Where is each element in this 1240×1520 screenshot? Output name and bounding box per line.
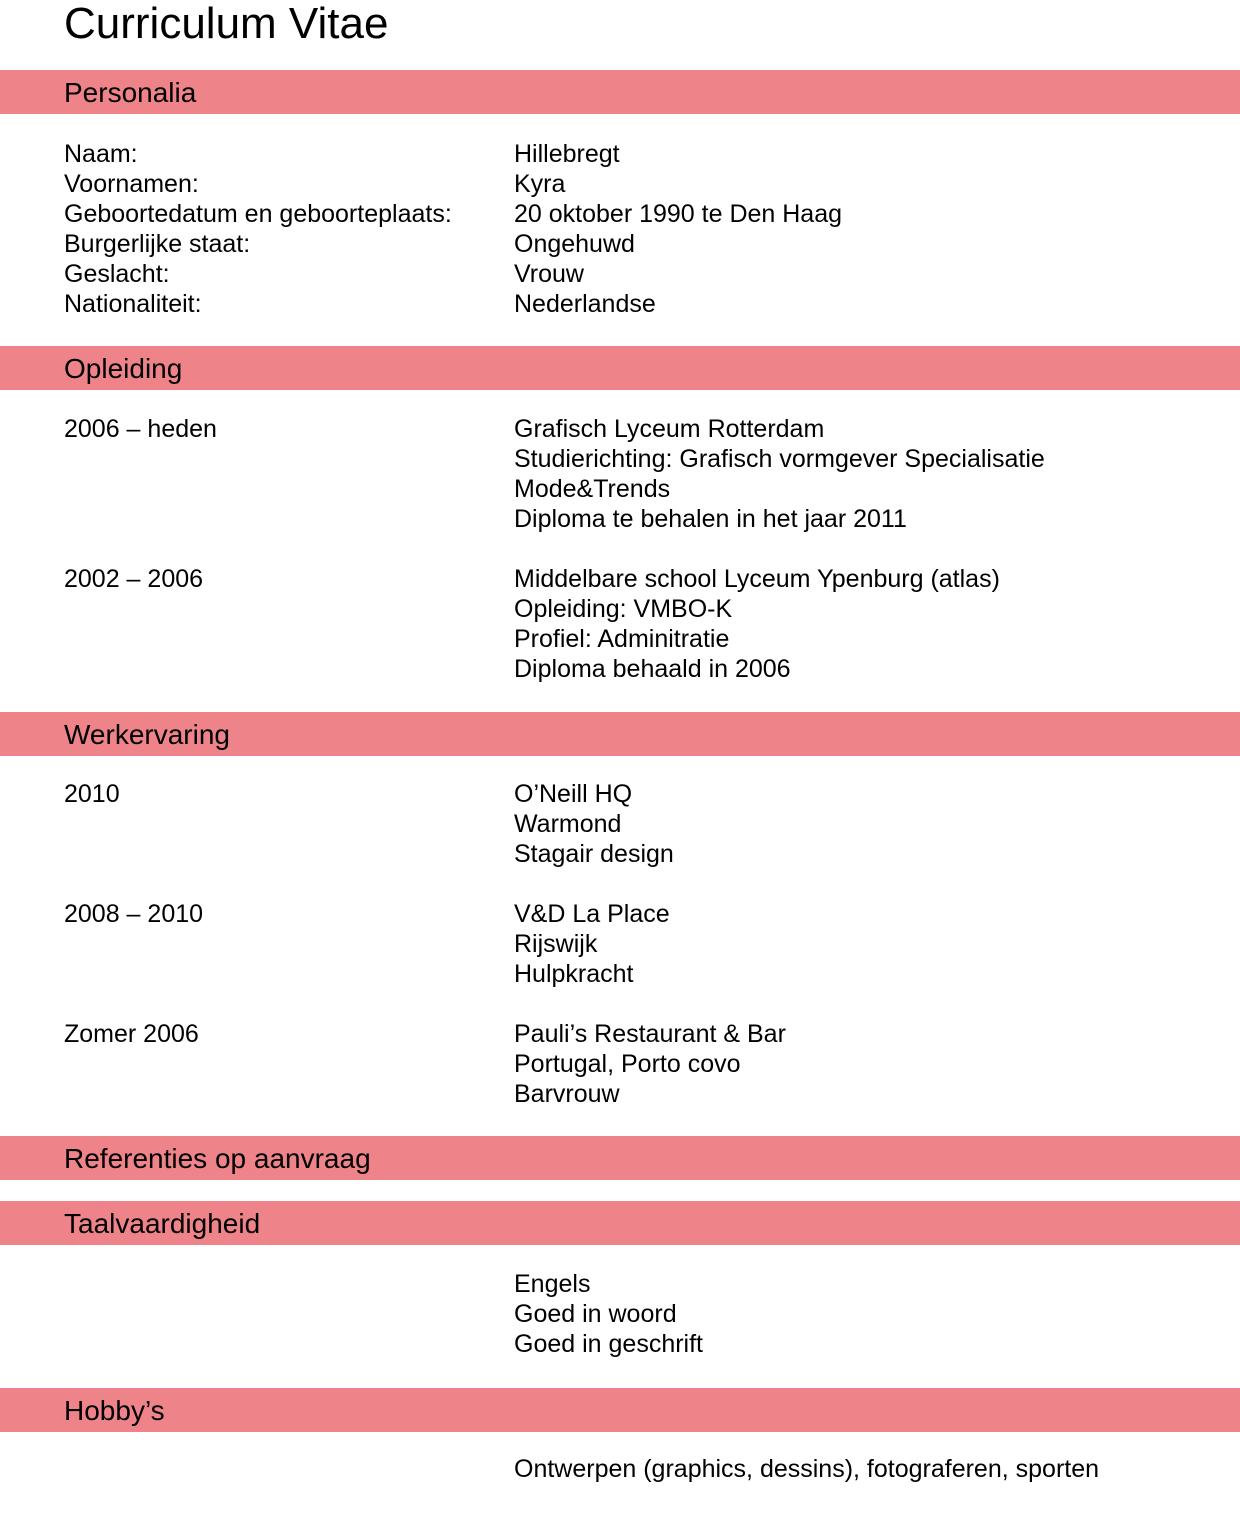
section-header-werkervaring: Werkervaring <box>0 712 1240 756</box>
period-text: 2008 – 2010 <box>64 900 204 928</box>
detail-line: Diploma te behalen in het jaar 2011 <box>514 505 907 533</box>
detail-line: Studierichting: Grafisch vormgever Speci… <box>514 445 1045 473</box>
section-header-personalia: Personalia <box>0 70 1240 114</box>
label-nationaliteit: Nationaliteit: <box>64 290 202 318</box>
entry-period: 2010 <box>64 779 120 809</box>
personalia-labels: Naam: Voornamen: Geboortedatum en geboor… <box>64 139 452 319</box>
section-title: Hobby’s <box>64 1395 165 1426</box>
entry-details: Middelbare school Lyceum Ypenburg (atlas… <box>514 564 1000 684</box>
section-title: Taalvaardigheid <box>64 1208 261 1239</box>
value-geslacht: Vrouw <box>514 260 584 288</box>
value-geboortedatum: 20 oktober 1990 te Den Haag <box>514 200 843 228</box>
value-nationaliteit: Nederlandse <box>514 290 656 318</box>
period-text: Zomer 2006 <box>64 1020 199 1048</box>
detail-line: Mode&Trends <box>514 475 671 503</box>
detail-line: Profiel: Adminitratie <box>514 625 730 653</box>
section-header-opleiding: Opleiding <box>0 346 1240 390</box>
detail-line: Middelbare school Lyceum Ypenburg (atlas… <box>514 565 1000 593</box>
entry-period: Zomer 2006 <box>64 1019 199 1049</box>
detail-line: Rijswijk <box>514 930 598 958</box>
section-title: Referenties op aanvraag <box>64 1143 371 1174</box>
detail-line: Stagair design <box>514 840 674 868</box>
detail-line: Portugal, Porto covo <box>514 1050 741 1078</box>
label-geslacht: Geslacht: <box>64 260 170 288</box>
detail-line: Goed in geschrift <box>514 1330 703 1358</box>
page-title: Curriculum Vitae <box>64 0 389 48</box>
value-naam: Hillebregt <box>514 140 620 168</box>
section-header-taalvaardigheid: Taalvaardigheid <box>0 1201 1240 1245</box>
entry-period: 2008 – 2010 <box>64 899 203 929</box>
label-voornamen: Voornamen: <box>64 170 199 198</box>
section-title: Personalia <box>64 77 197 108</box>
detail-line: Barvrouw <box>514 1080 620 1108</box>
section-header-hobbys: Hobby’s <box>0 1388 1240 1432</box>
detail-line: Diploma behaald in 2006 <box>514 655 791 683</box>
detail-line: Goed in woord <box>514 1300 677 1328</box>
entry-period: 2002 – 2006 <box>64 564 203 594</box>
label-naam: Naam: <box>64 140 138 168</box>
entry-details: Engels Goed in woord Goed in geschrift <box>514 1269 703 1359</box>
entry-details: Pauli’s Restaurant & Bar Portugal, Porto… <box>514 1019 786 1109</box>
value-voornamen: Kyra <box>514 170 566 198</box>
detail-line: Warmond <box>514 810 622 838</box>
label-burgerlijke-staat: Burgerlijke staat: <box>64 230 251 258</box>
personalia-values: Hillebregt Kyra 20 oktober 1990 te Den H… <box>514 139 842 319</box>
detail-line: Grafisch Lyceum Rotterdam <box>514 415 825 443</box>
detail-line: Hulpkracht <box>514 960 634 988</box>
entry-details: V&D La Place Rijswijk Hulpkracht <box>514 899 670 989</box>
period-text: 2002 – 2006 <box>64 565 204 593</box>
entry-details: O’Neill HQ Warmond Stagair design <box>514 779 674 869</box>
section-title: Werkervaring <box>64 719 230 750</box>
entry-details: Ontwerpen (graphics, dessins), fotografe… <box>514 1454 1099 1484</box>
detail-line: Pauli’s Restaurant & Bar <box>514 1020 786 1048</box>
period-text: 2006 – heden <box>64 415 217 443</box>
value-burgerlijke-staat: Ongehuwd <box>514 230 635 258</box>
detail-line: Opleiding: VMBO-K <box>514 595 733 623</box>
label-geboortedatum: Geboortedatum en geboorteplaats: <box>64 200 452 228</box>
entry-details: Grafisch Lyceum Rotterdam Studierichting… <box>514 414 1045 534</box>
detail-line: Ontwerpen (graphics, dessins), fotografe… <box>514 1455 1100 1483</box>
section-title: Opleiding <box>64 353 183 384</box>
detail-line: O’Neill HQ <box>514 780 633 808</box>
detail-line: Engels <box>514 1270 591 1298</box>
section-header-referenties: Referenties op aanvraag <box>0 1136 1240 1180</box>
entry-period: 2006 – heden <box>64 414 217 444</box>
detail-line: V&D La Place <box>514 900 670 928</box>
period-text: 2010 <box>64 780 120 808</box>
